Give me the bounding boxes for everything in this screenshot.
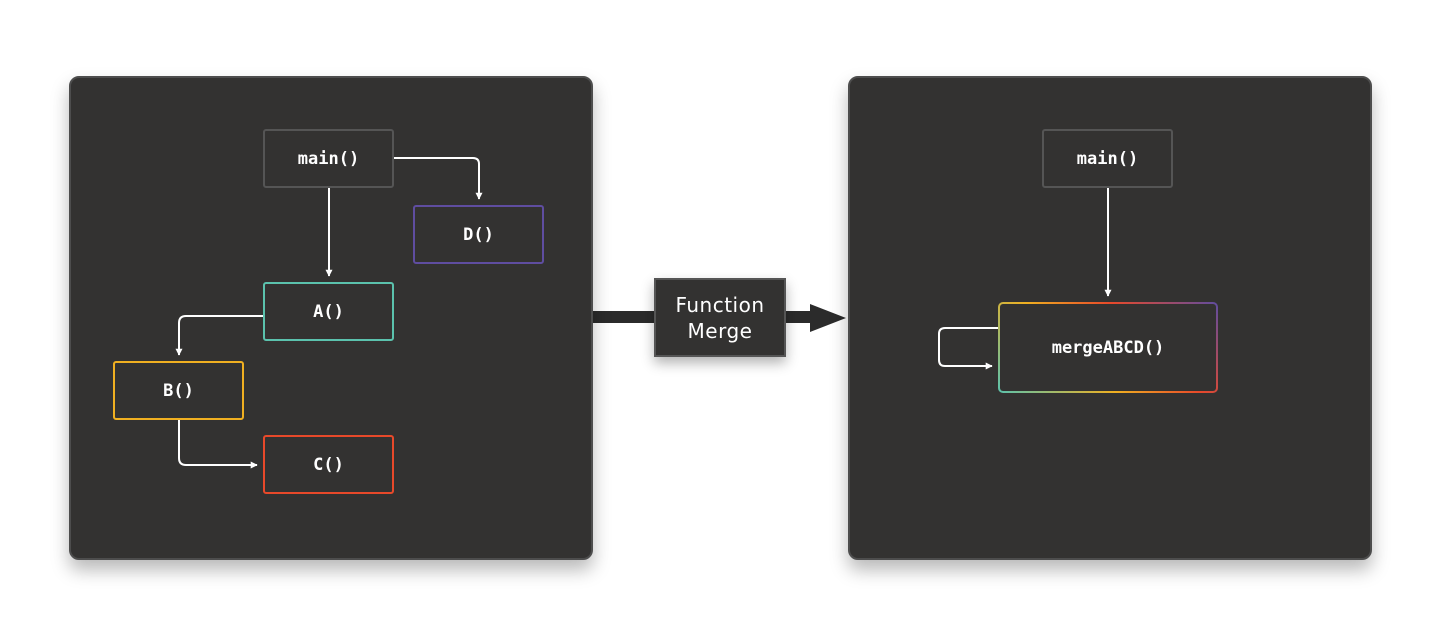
node-main-before: main() [263, 129, 394, 188]
node-merged-inner: mergeABCD() [1000, 304, 1216, 391]
node-c: C() [263, 435, 394, 494]
node-merged-label: mergeABCD() [1051, 337, 1165, 358]
node-d-label: D() [463, 224, 494, 245]
node-a: A() [263, 282, 394, 341]
node-main-after-label: main() [1076, 148, 1139, 169]
node-b: B() [113, 361, 244, 420]
transform-label: Function Merge [654, 278, 786, 357]
node-merged: mergeABCD() [998, 302, 1218, 393]
node-a-label: A() [313, 301, 344, 322]
node-b-label: B() [163, 380, 194, 401]
node-main-before-label: main() [297, 148, 360, 169]
node-c-label: C() [313, 454, 344, 475]
transform-label-line1: Function [675, 292, 765, 317]
transform-arrow-head [810, 304, 846, 332]
transform-label-line2: Merge [687, 318, 753, 343]
node-d: D() [413, 205, 544, 264]
node-main-after: main() [1042, 129, 1173, 188]
